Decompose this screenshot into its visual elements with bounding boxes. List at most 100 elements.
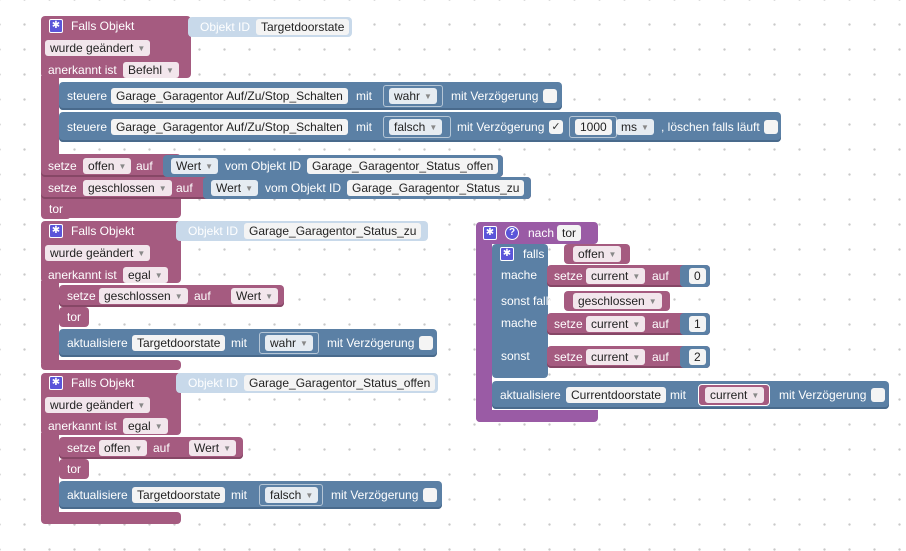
gear-icon[interactable]: ✱ <box>49 224 63 238</box>
control2-clear-checkbox[interactable] <box>764 120 778 134</box>
gear-icon[interactable]: ✱ <box>500 247 514 261</box>
t3-set-auf: auf <box>153 441 170 455</box>
t3-update-target[interactable]: Targetdoorstate <box>132 487 226 503</box>
dropdown-caret-icon: ▼ <box>751 391 760 400</box>
dropdown-caret-icon: ▼ <box>118 162 127 171</box>
help-icon[interactable]: ? <box>505 226 519 240</box>
t2-set-verb: setze <box>67 289 96 303</box>
dropdown-caret-icon: ▼ <box>154 271 163 280</box>
update-currentdoorstate[interactable]: aktualisiere Currentdoorstate mit curren… <box>492 381 889 409</box>
t3-set-var-dropdown[interactable]: offen▼ <box>99 440 148 456</box>
set-current-2-var-dropdown[interactable]: current▼ <box>586 349 646 365</box>
trigger1-changed-dropdown[interactable]: wurde geändert▼ <box>45 40 151 56</box>
trigger3-ack-dropdown[interactable]: egal▼ <box>123 418 168 434</box>
set2-prop-dropdown[interactable]: Wert▼ <box>211 180 259 196</box>
dropdown-caret-icon: ▼ <box>134 444 143 453</box>
control1-value-dropdown[interactable]: wahr▼ <box>389 88 437 104</box>
set1-verb: setze <box>48 159 77 173</box>
get-value-block-zu[interactable]: Wert▼ vom Objekt ID Garage_Garagentor_St… <box>203 177 531 199</box>
number-block-0[interactable]: 0 <box>680 265 710 287</box>
dropdown-caret-icon: ▼ <box>137 44 146 53</box>
control1-delay-checkbox[interactable] <box>543 89 557 103</box>
trigger2-changed-dropdown[interactable]: wurde geändert▼ <box>45 245 151 261</box>
trigger1-ack-dropdown[interactable]: Befehl▼ <box>123 62 179 78</box>
trigger1-object-id-block[interactable]: Objekt ID Targetdoorstate <box>188 17 352 37</box>
set-offen-block-3[interactable]: setze offen▼ auf Wert▼ <box>59 437 243 459</box>
object-id-field[interactable]: Garage_Garagentor_Status_offen <box>244 375 436 391</box>
set-offen-block[interactable]: setze offen▼ auf Wert▼ vom Objekt ID Gar… <box>41 155 503 177</box>
control1-value-socket <box>383 85 443 107</box>
t3-set-verb: setze <box>67 441 96 455</box>
number-block-1[interactable]: 1 <box>680 313 710 335</box>
after-update-delay-checkbox[interactable] <box>871 388 885 402</box>
control-block-2[interactable]: steuere Garage_Garagentor Auf/Zu/Stop_Sc… <box>59 112 781 142</box>
set-current-2[interactable]: setze current▼ auf 2 <box>547 346 710 368</box>
set2-var-dropdown[interactable]: geschlossen▼ <box>83 180 172 196</box>
object-id-field[interactable]: Garage_Garagentor_Status_zu <box>244 223 422 239</box>
set-current-0[interactable]: setze current▼ auf 0 <box>547 265 710 287</box>
t3-update-delay-checkbox[interactable] <box>423 488 437 502</box>
tor-variable-block-2[interactable]: tor <box>59 307 89 327</box>
tor-variable-block[interactable]: tor <box>41 199 71 219</box>
set-current-1-var-dropdown[interactable]: current▼ <box>586 316 646 332</box>
trigger3-header: Falls Objekt <box>71 376 135 390</box>
control-block-1[interactable]: steuere Garage_Garagentor Auf/Zu/Stop_Sc… <box>59 82 562 110</box>
trigger2-object-id-block[interactable]: Objekt ID Garage_Garagentor_Status_zu <box>176 221 428 241</box>
current-var-block[interactable]: current▼ <box>698 384 770 406</box>
number-block-2[interactable]: 2 <box>680 346 710 368</box>
set-geschlossen-block-2[interactable]: setze geschlossen▼ auf Wert▼ <box>59 285 284 307</box>
object-id-field[interactable]: Targetdoorstate <box>256 19 350 35</box>
t3-update-value-socket <box>259 484 323 506</box>
trigger1-header: Falls Objekt <box>71 19 135 33</box>
trigger2-ack-dropdown[interactable]: egal▼ <box>123 267 168 283</box>
set1-object[interactable]: Garage_Garagentor_Status_offen <box>307 158 499 174</box>
set-geschlossen-block[interactable]: setze geschlossen▼ auf Wert▼ vom Objekt … <box>41 177 531 199</box>
t3-set-prop-dropdown[interactable]: Wert▼ <box>189 440 237 456</box>
gear-icon[interactable]: ✱ <box>483 226 497 240</box>
update-block-2[interactable]: aktualisiere Targetdoorstate mit wahr▼ m… <box>59 329 437 357</box>
t2-update-value-dropdown[interactable]: wahr▼ <box>265 335 313 351</box>
control2-delay-label: mit Verzögerung <box>457 120 545 134</box>
if-var-block[interactable]: offen▼ <box>564 244 630 264</box>
if-var-dropdown[interactable]: offen▼ <box>573 246 622 262</box>
gear-icon[interactable]: ✱ <box>49 376 63 390</box>
after-var[interactable]: tor <box>557 225 582 241</box>
control1-mit: mit <box>356 89 372 103</box>
number-0[interactable]: 0 <box>689 268 706 284</box>
t3-update-value-dropdown[interactable]: falsch▼ <box>265 487 319 503</box>
get-value-block-offen[interactable]: Wert▼ vom Objekt ID Garage_Garagentor_St… <box>163 155 503 177</box>
tor-label: tor <box>49 202 64 216</box>
if-block-footer <box>492 366 548 378</box>
tor-variable-block-3[interactable]: tor <box>59 459 89 479</box>
elseif-var-block[interactable]: geschlossen▼ <box>564 291 670 311</box>
number-1[interactable]: 1 <box>689 316 706 332</box>
control2-delay-value[interactable]: 1000 <box>575 119 612 135</box>
after-update-target[interactable]: Currentdoorstate <box>566 387 667 403</box>
update-block-3[interactable]: aktualisiere Targetdoorstate mit falsch▼… <box>59 481 442 509</box>
if-block[interactable] <box>492 244 548 376</box>
control2-unit-dropdown[interactable]: ms▼ <box>616 119 654 135</box>
gear-icon[interactable]: ✱ <box>49 19 63 33</box>
control2-target[interactable]: Garage_Garagentor Auf/Zu/Stop_Schalten <box>111 119 348 135</box>
set2-object[interactable]: Garage_Garagentor_Status_zu <box>347 180 525 196</box>
t2-set-var-dropdown[interactable]: geschlossen▼ <box>99 288 188 304</box>
elseif-var-dropdown[interactable]: geschlossen▼ <box>573 293 662 309</box>
t2-update-target[interactable]: Targetdoorstate <box>132 335 226 351</box>
set-current-0-var-dropdown[interactable]: current▼ <box>586 268 646 284</box>
trigger3-changed-dropdown[interactable]: wurde geändert▼ <box>45 397 151 413</box>
dropdown-caret-icon: ▼ <box>648 297 657 306</box>
set1-prop-dropdown[interactable]: Wert▼ <box>171 158 219 174</box>
set-current-1[interactable]: setze current▼ auf 1 <box>547 313 710 335</box>
control2-value-dropdown[interactable]: falsch▼ <box>389 119 443 135</box>
dropdown-caret-icon: ▼ <box>265 292 274 301</box>
dropdown-caret-icon: ▼ <box>137 401 146 410</box>
checkmark-icon[interactable]: ✓ <box>549 120 563 134</box>
t2-update-delay-checkbox[interactable] <box>419 336 433 350</box>
object-id-label: Objekt ID <box>188 224 239 238</box>
trigger3-object-id-block[interactable]: Objekt ID Garage_Garagentor_Status_offen <box>176 373 438 393</box>
current-var-dropdown[interactable]: current▼ <box>705 387 765 403</box>
number-2[interactable]: 2 <box>689 349 706 365</box>
t2-set-prop-dropdown[interactable]: Wert▼ <box>231 288 279 304</box>
control1-target[interactable]: Garage_Garagentor Auf/Zu/Stop_Schalten <box>111 88 348 104</box>
set1-var-dropdown[interactable]: offen▼ <box>83 158 132 174</box>
